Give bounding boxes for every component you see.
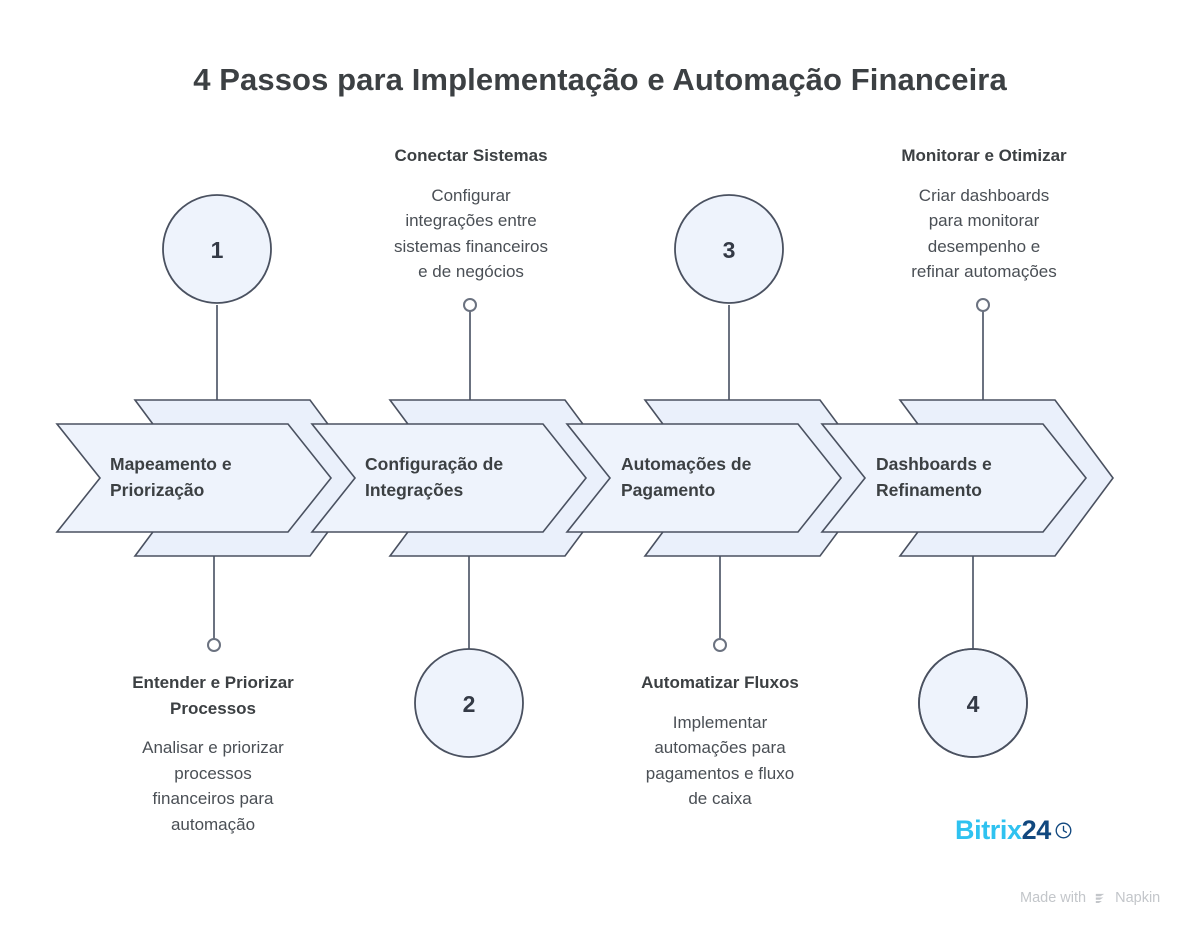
- caption-title-step-2: Conectar Sistemas: [394, 146, 548, 165]
- connector-dot-step-1-bottom: [207, 638, 221, 652]
- chevron-label-step-1: Mapeamento e Priorização: [110, 454, 232, 501]
- bitrix24-wordmark: Bitrix: [955, 815, 1022, 845]
- chevron-label-step-2: Configuração de Integrações: [365, 454, 504, 501]
- bitrix24-number: 24: [1021, 815, 1052, 845]
- connector-dot-step-2-top: [463, 298, 477, 312]
- chevron-front-step-3[interactable]: [565, 423, 843, 533]
- step-number-3: 3: [722, 237, 736, 263]
- connector-dot-step-3-bottom: [713, 638, 727, 652]
- chevron-front-step-2[interactable]: [310, 423, 588, 533]
- chevron-front-step-1[interactable]: [55, 423, 333, 533]
- caption-body-step-4: Criar dashboards para monitorar desempen…: [911, 185, 1057, 282]
- caption-title-step-1: Entender e Priorizar Processos: [132, 673, 294, 718]
- napkin-made-with-label: Made with: [1020, 890, 1087, 906]
- caption-title-step-4: Monitorar e Otimizar: [901, 146, 1067, 165]
- caption-body-step-3: Implementar automações para pagamentos e…: [645, 712, 795, 809]
- napkin-watermark: Made with Napkin: [1020, 890, 1160, 906]
- chevron-front-step-4[interactable]: [820, 423, 1088, 533]
- caption-body-step-1: Analisar e priorizar processos financeir…: [142, 738, 284, 834]
- caption-step-2: Conectar Sistemas Configurar integrações…: [355, 143, 587, 285]
- connector-dot-step-4-top: [976, 298, 990, 312]
- chevron-front-layer: [55, 423, 1088, 533]
- napkin-brand-label: Napkin: [1115, 890, 1161, 906]
- step-number-2: 2: [462, 691, 476, 717]
- step-number-1: 1: [210, 237, 224, 263]
- step-circle-layer: [162, 194, 1028, 758]
- step-circle-1[interactable]: [162, 194, 272, 304]
- caption-step-4: Monitorar e Otimizar Criar dashboards pa…: [868, 143, 1100, 285]
- chevron-label-step-3: Automações de Pagamento: [621, 454, 752, 501]
- step-number-4: 4: [966, 691, 980, 717]
- caption-step-1: Entender e Priorizar Processos Analisar …: [97, 670, 329, 837]
- chevron-label-step-4: Dashboards e Refinamento: [876, 454, 992, 501]
- connector-group: [207, 298, 990, 652]
- clock-icon: [1054, 821, 1073, 840]
- step-circle-2[interactable]: [414, 648, 524, 758]
- caption-title-step-3: Automatizar Fluxos: [641, 673, 799, 692]
- step-circle-4-ring: [918, 648, 1028, 758]
- caption-body-step-2: Configurar integrações entre sistemas fi…: [393, 185, 548, 282]
- napkin-chevrons-icon: [1093, 891, 1108, 906]
- caption-step-3: Automatizar Fluxos Implementar automaçõe…: [604, 670, 836, 812]
- step-circle-4-fill: [920, 650, 1026, 756]
- page-title: 4 Passos para Implementação e Automação …: [193, 62, 1007, 97]
- step-circle-3[interactable]: [674, 194, 784, 304]
